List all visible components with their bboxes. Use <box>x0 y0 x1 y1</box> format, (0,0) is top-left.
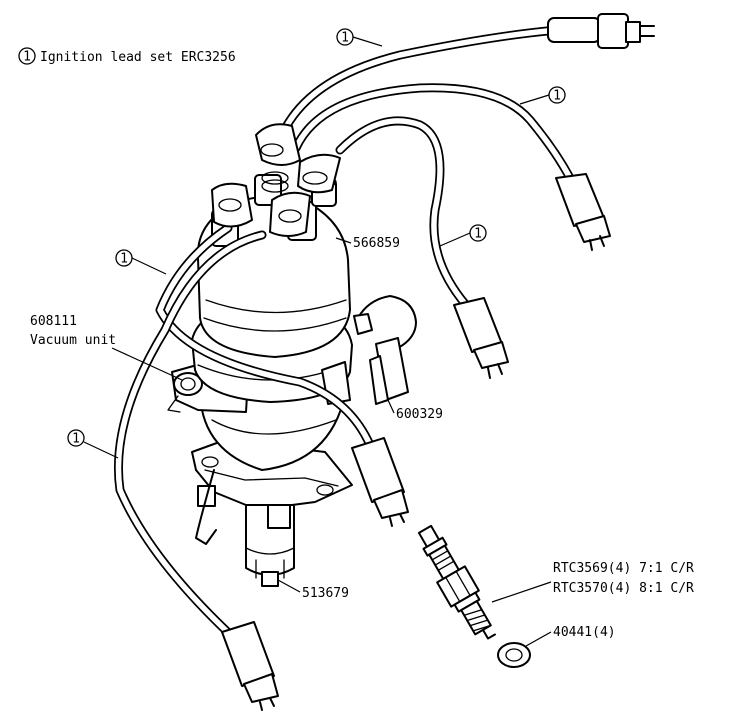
distributor-assembly <box>167 171 353 587</box>
callout-washer: 40441(4) <box>553 625 616 640</box>
plug-boot-4 <box>221 621 279 711</box>
cap-boot-4 <box>269 191 311 237</box>
spark-plug <box>417 524 496 640</box>
callout-vacuum-unit-name: Vacuum unit <box>30 333 116 348</box>
legend-marker-circle <box>18 47 36 65</box>
lead-callout-3: 1 <box>439 224 487 247</box>
callout-spark-plug-a: RTC3569(4) 7:1 C/R <box>553 561 694 576</box>
lead-callout-1: 1 <box>336 28 383 47</box>
lead-callout-5: 1 <box>67 429 119 459</box>
lead-boots <box>211 13 655 711</box>
callout-spark-plug-b: RTC3570(4) 8:1 C/R <box>553 581 694 596</box>
legend: 1 Ignition lead set ERC3256 <box>18 47 236 65</box>
vacuum-diaphragm <box>173 372 203 396</box>
legend-marker-number: 1 <box>23 50 31 65</box>
svg-text:1: 1 <box>72 432 80 447</box>
ignition-leads <box>113 23 597 645</box>
spring-clip <box>195 469 217 545</box>
callout-clamp: 513679 <box>302 586 349 601</box>
cap-boot-3 <box>211 182 253 228</box>
svg-text:1: 1 <box>120 252 128 267</box>
svg-text:1: 1 <box>553 89 561 104</box>
lead-callouts: 1 1 1 1 1 <box>67 28 566 459</box>
svg-text:1: 1 <box>474 227 482 242</box>
condenser-lead-wire <box>355 295 417 349</box>
cap-boot-2 <box>297 153 341 194</box>
svg-text:1: 1 <box>341 31 349 46</box>
legend-text: Ignition lead set ERC3256 <box>40 50 236 65</box>
condenser <box>353 295 417 405</box>
clamp-bolt <box>267 504 291 529</box>
plug-boot-3 <box>351 437 409 527</box>
plug-boot-1 <box>555 173 611 251</box>
callout-vacuum-unit-part: 608111 <box>30 314 77 329</box>
coil-connector <box>547 13 655 49</box>
callout-condenser: 600329 <box>396 407 443 422</box>
callout-distributor-cap: 566859 <box>353 236 400 251</box>
shaft-drive-dog <box>261 571 279 587</box>
sealing-washer <box>497 642 531 668</box>
condenser-terminal <box>353 313 373 335</box>
plug-boot-2 <box>453 297 509 379</box>
part-callouts: 566859 608111 Vacuum unit 600329 513679 … <box>30 236 694 647</box>
lead-callout-2: 1 <box>519 86 566 105</box>
lead-callout-4: 1 <box>115 249 167 275</box>
